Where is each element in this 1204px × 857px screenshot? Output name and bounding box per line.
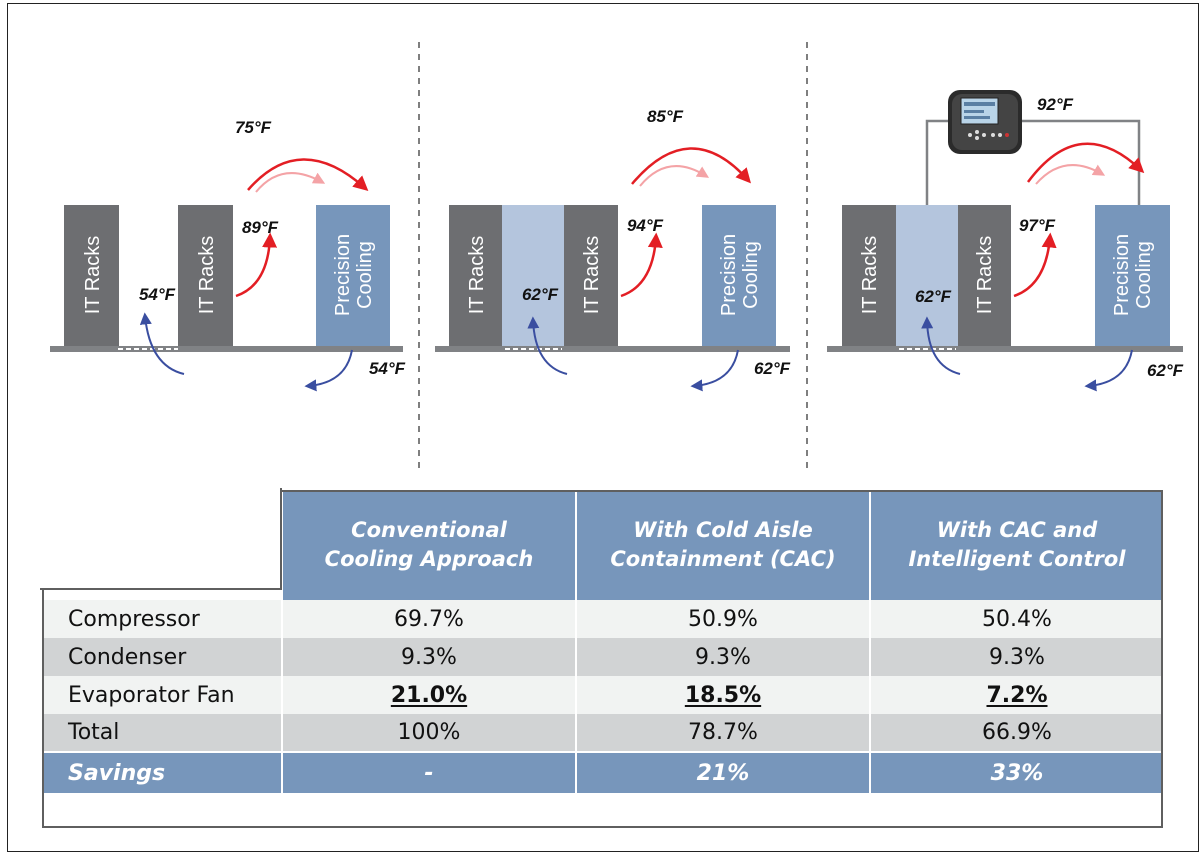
it-rack-2 [958, 205, 1011, 346]
table-cell: 21% [576, 752, 871, 793]
cooling-label-line-1: Precision [332, 234, 354, 316]
header-blank-cell [42, 490, 283, 600]
table-cell: 33% [870, 752, 1163, 793]
diagram-cac-intelligent-control: IT Racks IT Racks Precision Cooling 92 [827, 90, 1184, 392]
table-cell: 50.4% [870, 600, 1163, 638]
diagram-cold-aisle-containment: IT Racks IT Racks Precision Cooling 85°F… [435, 107, 791, 392]
table-cell: 9.3% [576, 638, 871, 676]
savings-row: Savings - 21% 33% [42, 752, 1163, 793]
it-rack-2 [564, 205, 618, 346]
supply-air-arrow [304, 349, 353, 392]
hot-air-return-arrow-faint [1035, 164, 1106, 185]
table-cell: 18.5% [576, 676, 871, 714]
table-cell: 50.9% [576, 600, 871, 638]
it-rack-1 [842, 205, 896, 346]
supply-temp: 54°F [369, 359, 406, 378]
table-cell: 9.3% [870, 638, 1163, 676]
row-label: Compressor [42, 600, 283, 638]
table-row: Evaporator Fan 21.0% 18.5% 7.2% [42, 676, 1163, 714]
rack-label-2: IT Racks [974, 236, 996, 315]
rack-exhaust-arrow [620, 232, 663, 298]
it-rack-2 [178, 205, 233, 346]
column-header-line: With CAC and [936, 518, 1098, 542]
column-header-line: Intelligent Control [908, 547, 1126, 571]
table-row: Condenser 9.3% 9.3% 9.3% [42, 638, 1163, 676]
supply-temp: 62°F [754, 359, 791, 378]
table-cell: 78.7% [576, 714, 871, 753]
cooling-label-line-2: Cooling [740, 241, 762, 309]
cooling-label-line-2: Cooling [1133, 241, 1155, 309]
cold-aisle-temp: 62°F [522, 285, 559, 304]
precision-cooling-unit [316, 205, 390, 346]
cooling-diagrams: IT Racks IT Racks Precision Cooling 75°F… [50, 42, 1184, 468]
control-wire [1018, 119, 1141, 205]
hot-air-return-arrow [1026, 142, 1145, 183]
cold-aisle-arrow [139, 312, 185, 375]
rack-label-2: IT Racks [196, 236, 218, 315]
table-cell: 9.3% [282, 638, 577, 676]
thermostat-controller-icon [948, 90, 1022, 154]
table-cell: 7.2% [870, 676, 1163, 714]
row-label: Total [42, 714, 283, 753]
table-cell: 100% [282, 714, 577, 753]
supply-temp: 62°F [1147, 361, 1184, 380]
table-row: Compressor 69.7% 50.9% 50.4% [42, 600, 1163, 638]
cooling-label-line-1: Precision [718, 234, 740, 316]
rack-label-2: IT Racks [581, 236, 603, 315]
rack-label-1: IT Racks [82, 236, 104, 315]
cooling-label-line-1: Precision [1111, 234, 1133, 316]
table-row: Total 100% 78.7% 66.9% [42, 714, 1163, 753]
exhaust-temp: 89°F [242, 218, 279, 237]
return-temp: 85°F [647, 107, 684, 126]
hot-air-return-arrow [247, 158, 369, 191]
hot-air-return-arrow [631, 147, 751, 185]
rack-exhaust-arrow [235, 232, 278, 298]
control-wire [925, 119, 951, 205]
return-temp: 75°F [235, 118, 272, 137]
rack-label-1: IT Racks [859, 236, 881, 315]
table-cell: 69.7% [282, 600, 577, 638]
column-header-line: With Cold Aisle [633, 518, 813, 542]
precision-cooling-unit [702, 205, 776, 346]
rack-exhaust-arrow [1013, 232, 1057, 298]
column-header-line: Containment (CAC) [610, 547, 836, 571]
row-label: Evaporator Fan [42, 676, 283, 714]
column-header-line: Conventional [351, 518, 507, 542]
cold-aisle-arrow [527, 316, 568, 375]
exhaust-temp: 97°F [1019, 216, 1056, 235]
table-cell: 21.0% [282, 676, 577, 714]
cold-aisle-temp: 62°F [915, 287, 952, 306]
supply-air-arrow [690, 349, 739, 392]
it-rack-1 [449, 205, 502, 346]
row-label: Savings [42, 752, 283, 793]
rack-label-1: IT Racks [466, 236, 488, 315]
hot-air-return-arrow-faint [639, 165, 710, 187]
figure-frame [7, 3, 1199, 852]
supply-air-arrow [1084, 349, 1133, 392]
column-header-line: Cooling Approach [324, 547, 534, 571]
cold-aisle-arrow [921, 316, 961, 375]
exhaust-temp: 94°F [627, 216, 664, 235]
table-cell: - [282, 752, 577, 793]
table-cell: 66.9% [870, 714, 1163, 753]
hot-air-return-arrow-faint [255, 172, 326, 193]
cell-value-underlined: 7.2% [986, 682, 1048, 708]
precision-cooling-unit [1095, 205, 1170, 346]
row-label: Condenser [42, 638, 283, 676]
return-temp: 92°F [1037, 95, 1074, 114]
cell-value-underlined: 18.5% [684, 682, 762, 708]
diagram-conventional: IT Racks IT Racks Precision Cooling 75°F… [50, 118, 406, 392]
cell-value-underlined: 21.0% [390, 682, 468, 708]
it-rack-1 [64, 205, 119, 346]
cooling-label-line-2: Cooling [354, 241, 376, 309]
cold-aisle-temp: 54°F [139, 285, 176, 304]
